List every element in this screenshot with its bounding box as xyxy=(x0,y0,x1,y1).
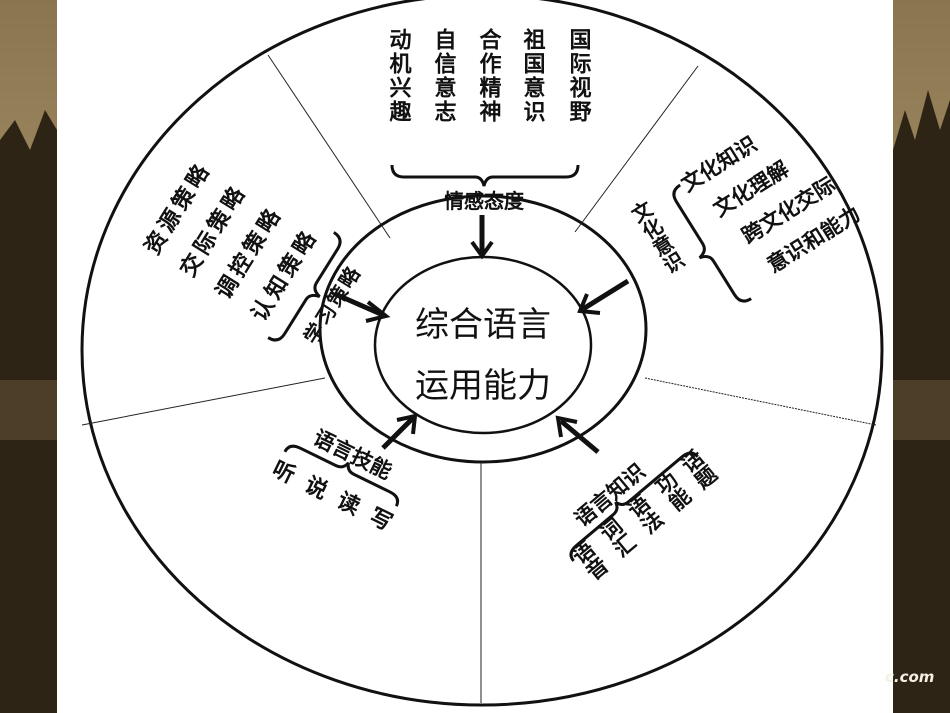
skills-brace xyxy=(283,444,400,507)
arrow-from-strategy xyxy=(333,291,385,318)
strategy-section: 资源策略 交际策略 调控策略 认知策略 学习策略 xyxy=(139,157,365,348)
affect-col-3: 合作精神 xyxy=(476,27,502,124)
affect-section: 动机兴趣 自信意志 合作精神 祖国意识 国际视野 情感态度 xyxy=(386,27,592,213)
watermark-text: c.com xyxy=(885,668,935,686)
outer-ring xyxy=(80,0,884,707)
center-title-line1: 综合语言 xyxy=(415,305,551,345)
strategy-brace xyxy=(267,231,342,342)
divider-right xyxy=(644,377,877,426)
inner-ring xyxy=(373,255,593,435)
arrow-from-skills xyxy=(381,416,415,450)
divider-left xyxy=(81,377,326,426)
skills-item-2: 说 xyxy=(301,472,332,505)
affect-col-5: 国际视野 xyxy=(566,28,592,124)
culture-section: 文化知识 文化理解 跨文化交际 意识和能力 文化意识 xyxy=(624,132,865,303)
arrow-from-affect-head xyxy=(470,240,494,260)
affect-col-4: 祖国意识 xyxy=(520,28,546,124)
affect-brace xyxy=(390,164,580,187)
affect-col-2: 自信意志 xyxy=(431,27,457,124)
arrow-from-culture xyxy=(581,278,630,312)
skills-item-4: 写 xyxy=(365,504,396,536)
center-title-line2: 运用能力 xyxy=(415,366,551,406)
knowledge-section: 语言知识 语音 词汇 语法 功能 话题 xyxy=(567,446,722,586)
divider-top-left xyxy=(267,54,391,239)
arrows xyxy=(333,215,630,454)
affect-label: 情感态度 xyxy=(444,189,525,213)
culture-label: 文化意识 xyxy=(624,196,688,278)
skills-item-1: 听 xyxy=(268,457,299,489)
arrow-from-knowledge xyxy=(559,419,600,454)
diagram-panel xyxy=(57,0,893,713)
knowledge-brace xyxy=(569,451,699,562)
middle-ring xyxy=(318,194,648,464)
arrow-from-skills-head xyxy=(396,413,418,435)
divider-top-right xyxy=(574,65,699,233)
skills-item-3: 读 xyxy=(333,488,364,520)
arrow-from-strategy-head xyxy=(365,300,391,323)
arrow-from-culture-head xyxy=(577,293,601,315)
arrow-from-knowledge-head xyxy=(555,415,578,438)
affect-col-1: 动机兴趣 xyxy=(386,28,413,124)
culture-brace xyxy=(672,183,752,303)
